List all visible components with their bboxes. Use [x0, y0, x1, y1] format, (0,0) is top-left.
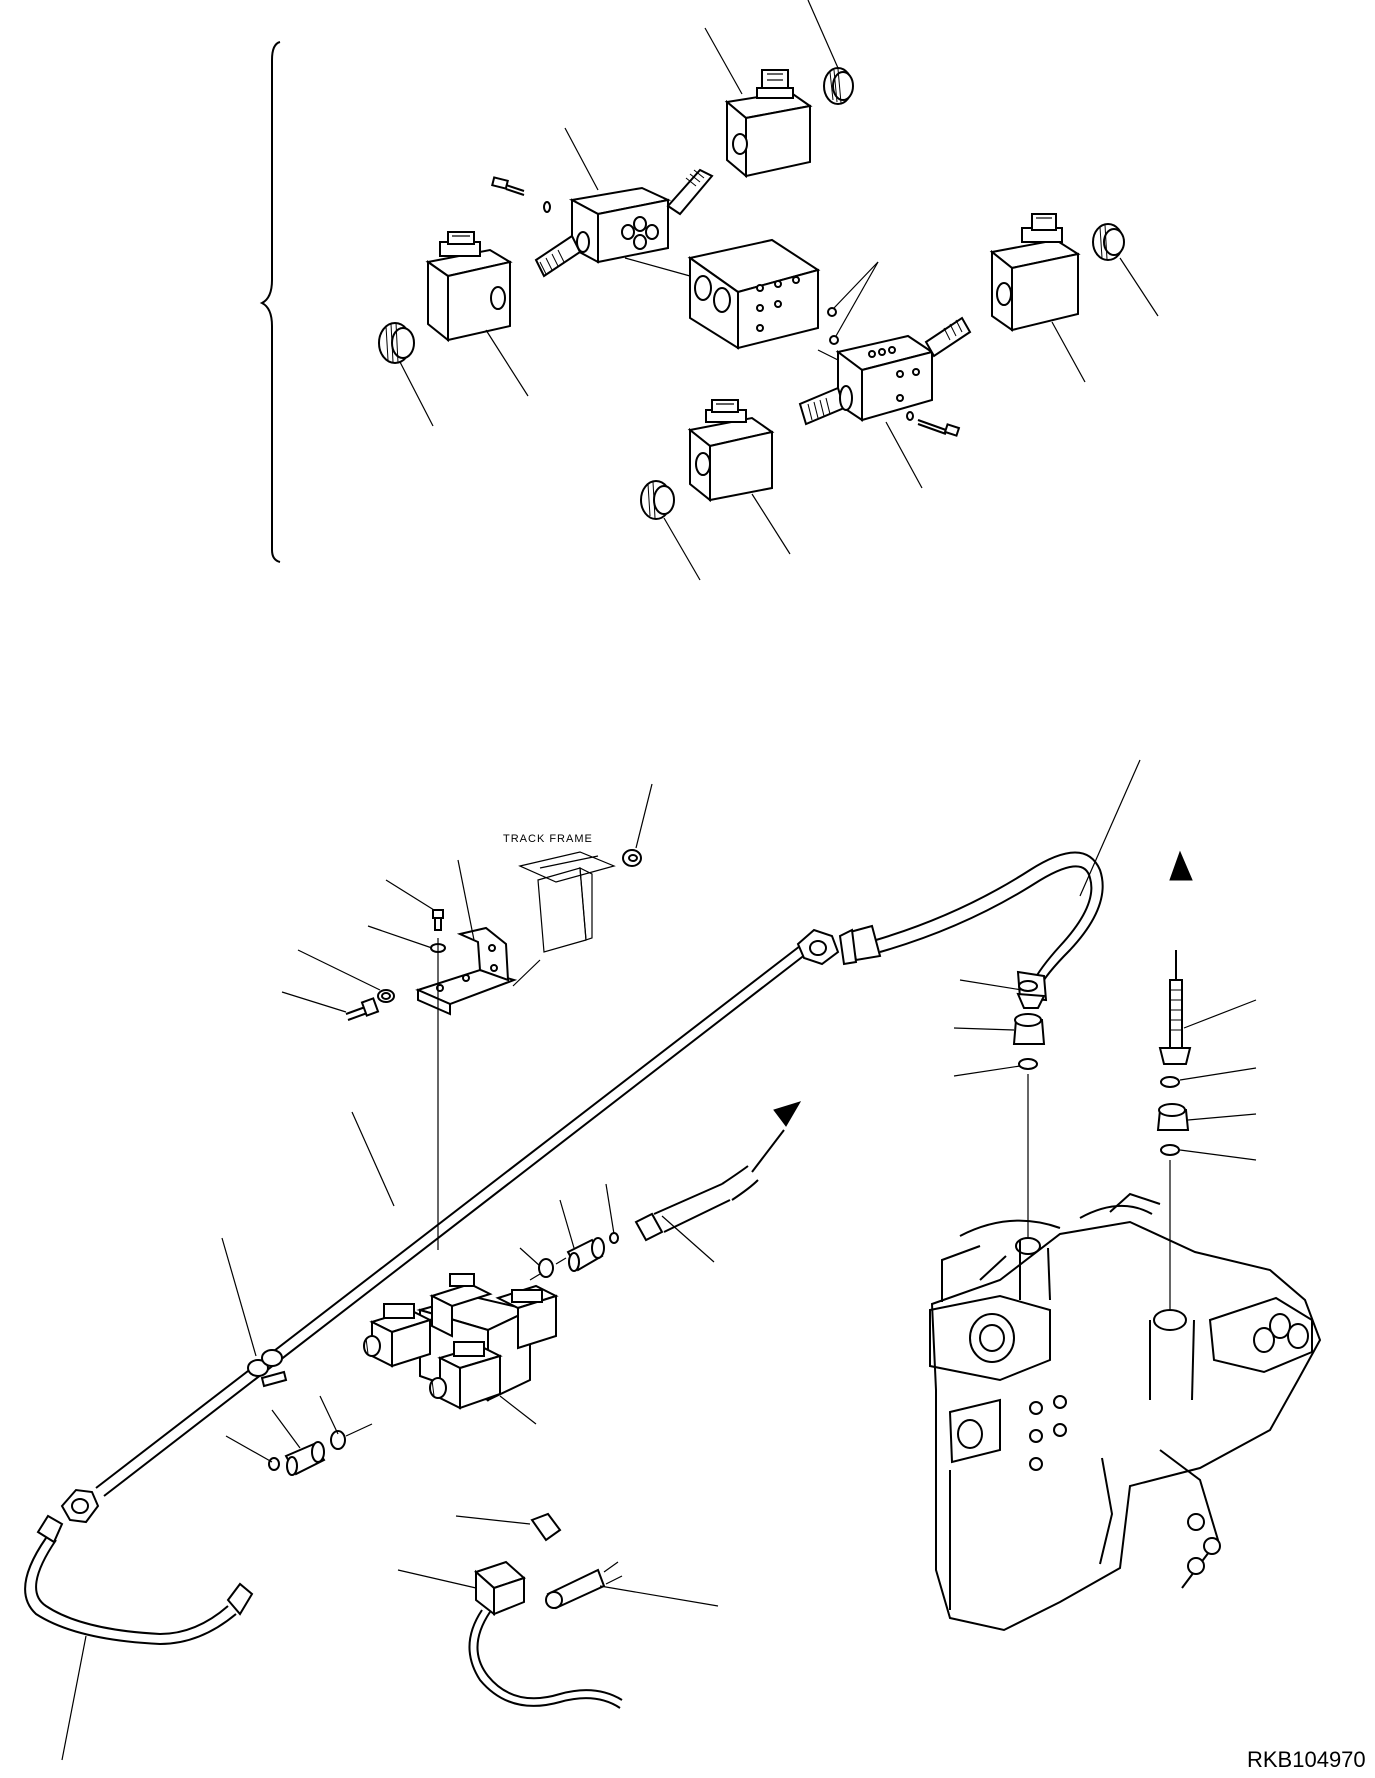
solenoid-coil-left [425, 231, 513, 343]
hose-lower-u [24, 1514, 254, 1646]
frame-nut [622, 849, 642, 867]
nut-right [1092, 223, 1125, 261]
valve-assembly-detail [259, 0, 1159, 581]
solenoid-coil-bottom [687, 399, 775, 503]
adapter-left-stack [1012, 980, 1046, 1240]
valve-body-upper [534, 168, 714, 278]
hose-vertical-right [1158, 850, 1193, 1065]
nut-top [823, 67, 854, 105]
nut-bottom [640, 480, 675, 520]
drawing-code: RKB104970 [1247, 1747, 1366, 1772]
nut-left [378, 322, 415, 364]
grouping-brace [259, 41, 281, 563]
alignment-line-frame [512, 959, 541, 987]
solenoid-coil-right [989, 213, 1081, 332]
hose-routing-assembly: TRACK FRAME [24, 759, 1322, 1761]
fitting-right [529, 1232, 619, 1281]
manifold-block [624, 238, 839, 361]
tube-end-nut-right [796, 928, 840, 966]
long-tube [60, 928, 840, 1524]
leader-lines-lower [61, 759, 1257, 1761]
tube-end-nut-left [60, 1488, 100, 1524]
track-frame-bracket [518, 851, 616, 953]
solenoid-coil-top [724, 69, 813, 179]
bracket-bolt-side [345, 989, 395, 1021]
leader-lines-upper [399, 0, 1159, 581]
solenoid-valve-assembly [363, 1273, 559, 1410]
bolt-lower [906, 411, 961, 437]
hose-upper-loop [838, 851, 1104, 1009]
hose-to-pump [634, 1101, 802, 1242]
wiring-harness [468, 1512, 623, 1709]
adapter-right-stack [1156, 1076, 1190, 1310]
bolt-upper [491, 176, 551, 213]
valve-body-lower [798, 316, 972, 426]
pump-housing [929, 1192, 1322, 1632]
mounting-bracket [415, 926, 518, 1016]
plug-pair [827, 307, 839, 345]
tube-clamp [247, 1349, 288, 1388]
fitting-left [268, 1423, 373, 1476]
track-frame-label: TRACK FRAME [503, 833, 593, 845]
